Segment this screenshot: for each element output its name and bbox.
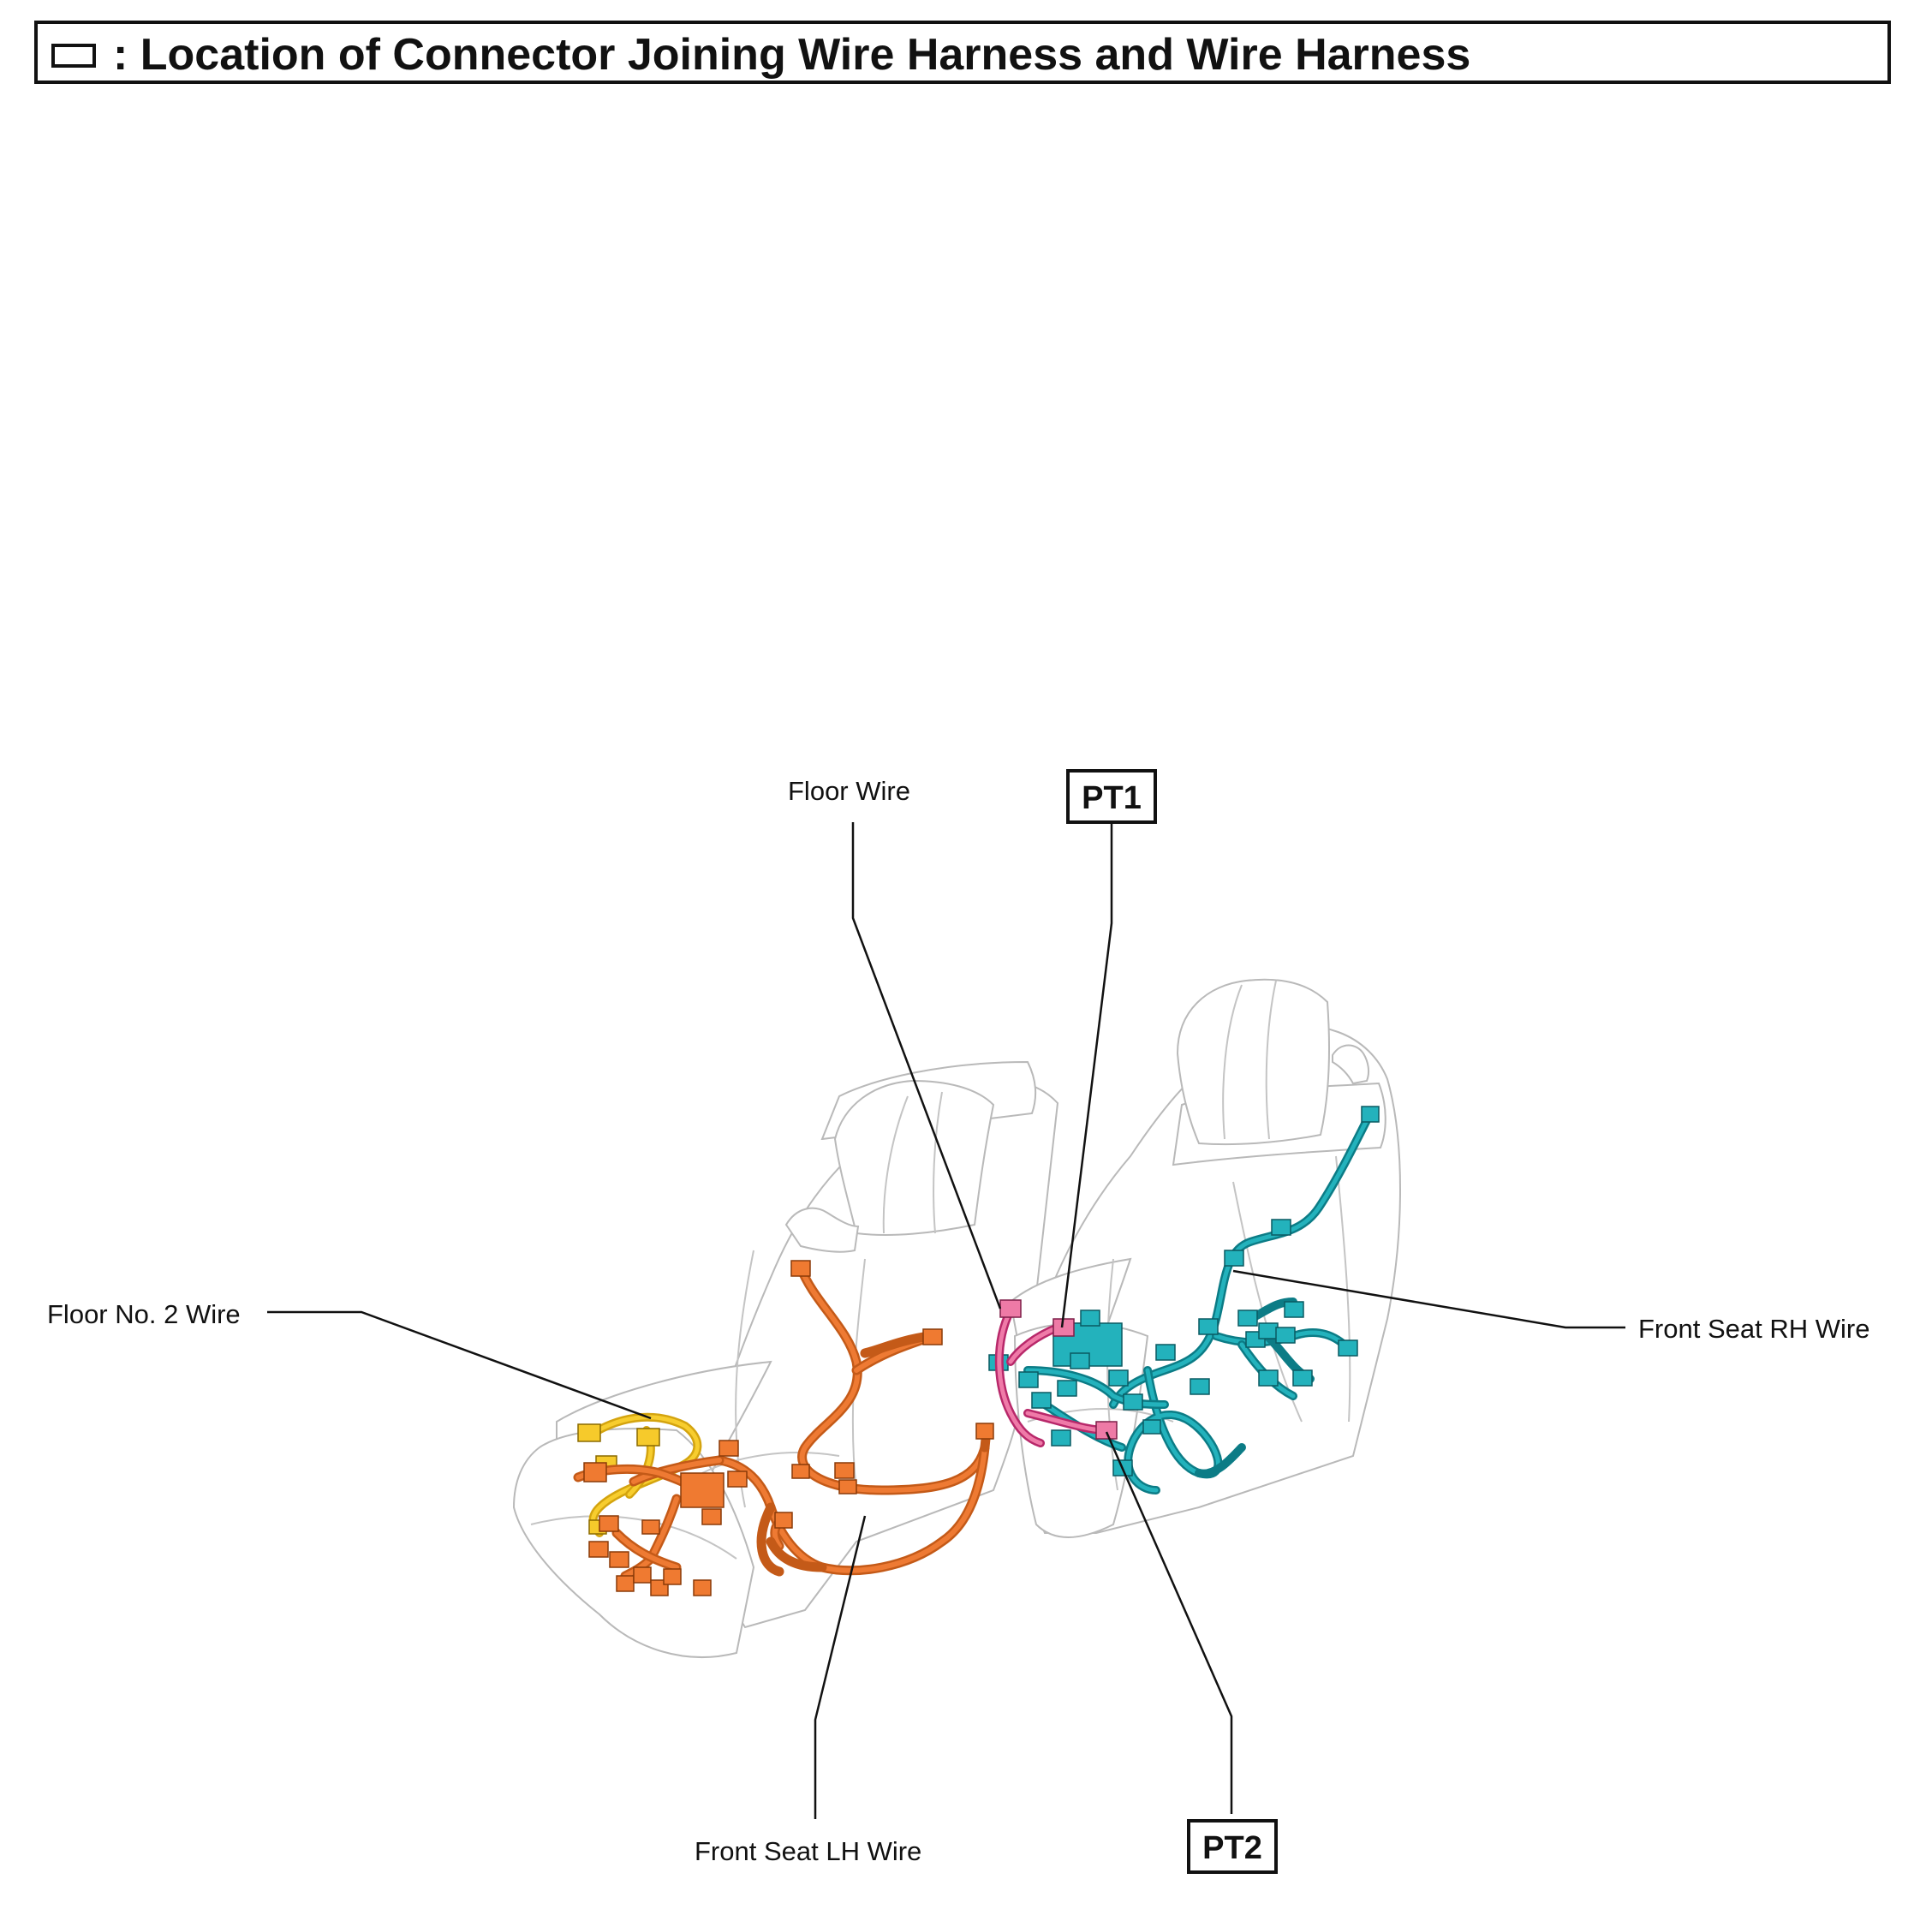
pt2-box — [1187, 1819, 1278, 1874]
teal-connector — [1051, 1429, 1071, 1447]
pt1-callout: PT1 — [1066, 769, 1157, 824]
orange-connector — [633, 1566, 652, 1584]
orange-connector — [975, 1423, 994, 1440]
left-seat-outline — [512, 1060, 1059, 1658]
pt1-label: PT1 — [1082, 780, 1142, 816]
orange-connector — [922, 1328, 943, 1345]
orange-connector — [791, 1464, 810, 1479]
teal-connector — [1190, 1378, 1210, 1395]
floor-no2-wire-label: Floor No. 2 Wire — [47, 1299, 241, 1329]
pt1-leader — [1060, 824, 1113, 1328]
front-seat-rh-wire-leader — [1232, 1269, 1625, 1329]
floor-wire-harness — [994, 1299, 1118, 1447]
teal-connector — [1108, 1369, 1129, 1387]
right-seat-outline — [1009, 978, 1401, 1538]
pt2-label: PT2 — [1202, 1830, 1262, 1866]
pt2-callout: PT2 — [1187, 1819, 1278, 1874]
teal-connector — [1258, 1322, 1279, 1339]
pt1-box — [1066, 769, 1157, 824]
orange-connector — [727, 1471, 748, 1488]
orange-connector — [663, 1568, 682, 1585]
teal-connector — [1292, 1369, 1313, 1387]
floor-wire-leader — [851, 822, 1002, 1309]
orange-junction-block — [680, 1472, 724, 1508]
floor-no2-wire-leader — [267, 1310, 652, 1420]
teal-connector — [1198, 1318, 1219, 1335]
orange-connector — [838, 1479, 857, 1494]
teal-connector — [1361, 1106, 1380, 1123]
yellow-connector — [577, 1423, 601, 1442]
teal-connector — [1338, 1339, 1358, 1357]
teal-connector — [1142, 1419, 1161, 1435]
orange-connector — [583, 1462, 607, 1482]
teal-connector — [1271, 1219, 1291, 1236]
front-seat-lh-wire-harness — [573, 1260, 994, 1596]
orange-connector — [701, 1508, 722, 1525]
teal-connector — [1155, 1344, 1176, 1361]
teal-connector — [1018, 1371, 1039, 1388]
teal-connector — [1057, 1380, 1077, 1397]
teal-connector — [1258, 1369, 1279, 1387]
orange-connector — [599, 1515, 619, 1532]
orange-connector — [609, 1551, 629, 1568]
front-seat-rh-wire-label: Front Seat RH Wire — [1638, 1314, 1869, 1344]
orange-connector — [790, 1260, 811, 1277]
teal-connector — [1224, 1250, 1244, 1267]
orange-connector — [719, 1440, 739, 1457]
rectangle-outline-icon — [51, 44, 96, 68]
teal-connector — [1080, 1309, 1100, 1327]
pt2-leader — [1105, 1431, 1233, 1814]
teal-connector — [1237, 1309, 1258, 1327]
orange-connector — [616, 1575, 635, 1592]
teal-connector — [1275, 1327, 1296, 1344]
orange-connector — [693, 1579, 712, 1596]
orange-connector — [774, 1512, 793, 1529]
teal-connector — [1070, 1352, 1090, 1369]
teal-connector — [1123, 1393, 1143, 1411]
leader-lines — [267, 822, 1625, 1819]
page-title: : Location of Connector Joining Wire Har… — [113, 30, 1471, 80]
diagram-header: : Location of Connector Joining Wire Har… — [34, 21, 1891, 84]
orange-connector — [641, 1519, 660, 1535]
front-seat-lh-wire-leader — [814, 1515, 867, 1819]
front-seat-lh-wire-label: Front Seat LH Wire — [695, 1836, 921, 1866]
yellow-connector — [636, 1428, 660, 1447]
teal-connector — [1284, 1301, 1304, 1318]
pink-connector — [999, 1299, 1022, 1318]
orange-connector — [834, 1462, 855, 1479]
orange-connector — [588, 1541, 609, 1558]
floor-wire-label: Floor Wire — [788, 776, 910, 806]
pt2-connector — [1095, 1421, 1118, 1440]
teal-connector — [1031, 1392, 1052, 1409]
